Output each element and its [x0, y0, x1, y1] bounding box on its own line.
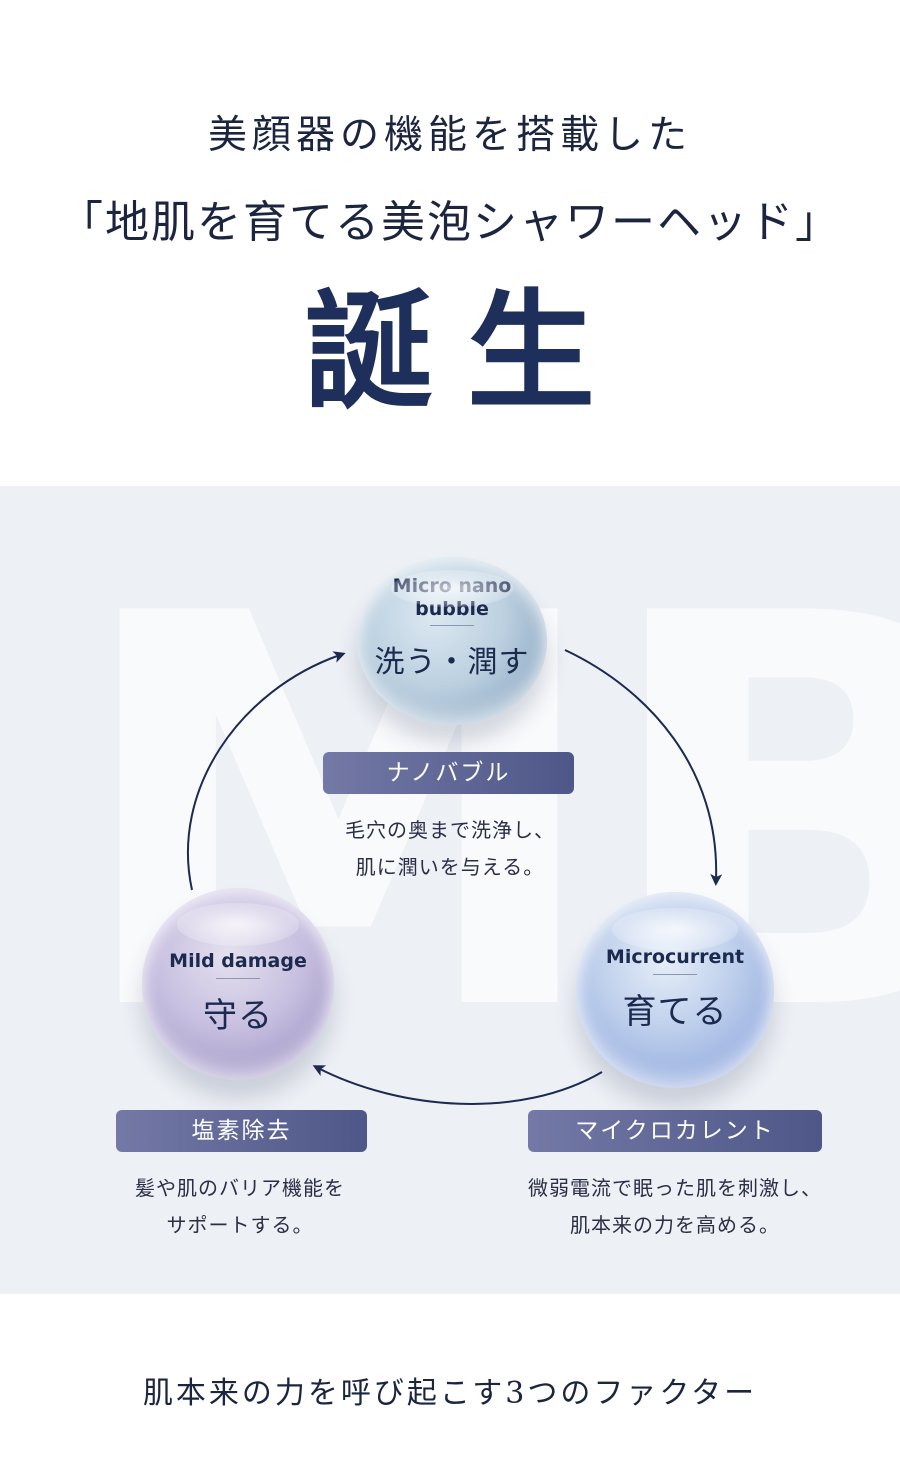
- bubble-mild-damage: Mild damage 守る: [142, 888, 334, 1080]
- bubble-english-label: Mild damage: [169, 950, 307, 972]
- desc-line: 肌本来の力を高める。: [570, 1213, 780, 1237]
- factor-label-nano: ナノバブル: [323, 752, 574, 794]
- factor-desc-nano: 毛穴の奥まで洗浄し、 肌に潤いを与える。: [300, 812, 600, 886]
- headline-line-1: 美顔器の機能を搭載した: [207, 113, 692, 158]
- factor-desc-microcurrent: 微弱電流で眠った肌を刺激し、 肌本来の力を高める。: [470, 1170, 880, 1244]
- bubble-japanese-label: 育てる: [622, 992, 728, 1032]
- factor-label-microcurrent: マイクロカレント: [528, 1110, 822, 1152]
- headline-title: 誕生: [304, 277, 629, 427]
- bubble-microcurrent: Microcurrent 育てる: [576, 892, 774, 1088]
- arrow-mild-to-nano: [187, 651, 346, 891]
- footer-caption: 肌本来の力を呼び起こす3つのファクター: [142, 1376, 758, 1411]
- factor-desc-mild: 髪や肌のバリア機能を サポートする。: [80, 1170, 400, 1244]
- desc-line: サポートする。: [166, 1213, 314, 1237]
- bubble-english-label: Microcurrent: [605, 946, 745, 968]
- bubble-divider: [653, 974, 697, 975]
- desc-line: 毛穴の奥まで洗浄し、: [345, 818, 555, 842]
- bubble-japanese-label: 守る: [203, 996, 273, 1036]
- desc-line: 肌に潤いを与える。: [355, 855, 545, 879]
- bubble-divider: [216, 978, 260, 979]
- headline-line-2: 「地肌を育てる美泡シャワーヘッド」: [59, 197, 841, 248]
- arrow-nano-to-micro: [564, 649, 723, 886]
- desc-line: 微弱電流で眠った肌を刺激し、: [528, 1176, 822, 1200]
- desc-line: 髪や肌のバリア機能を: [135, 1176, 345, 1200]
- bubble-english-label: Micro nano bubble: [392, 575, 512, 620]
- bubble-divider: [430, 625, 474, 626]
- arrow-micro-to-mild: [312, 1065, 603, 1105]
- bubble-japanese-label: 洗う・潤す: [374, 645, 530, 680]
- bubble-micro-nano: Micro nano bubble 洗う・潤す: [357, 557, 547, 725]
- factor-label-mild: 塩素除去: [116, 1110, 367, 1152]
